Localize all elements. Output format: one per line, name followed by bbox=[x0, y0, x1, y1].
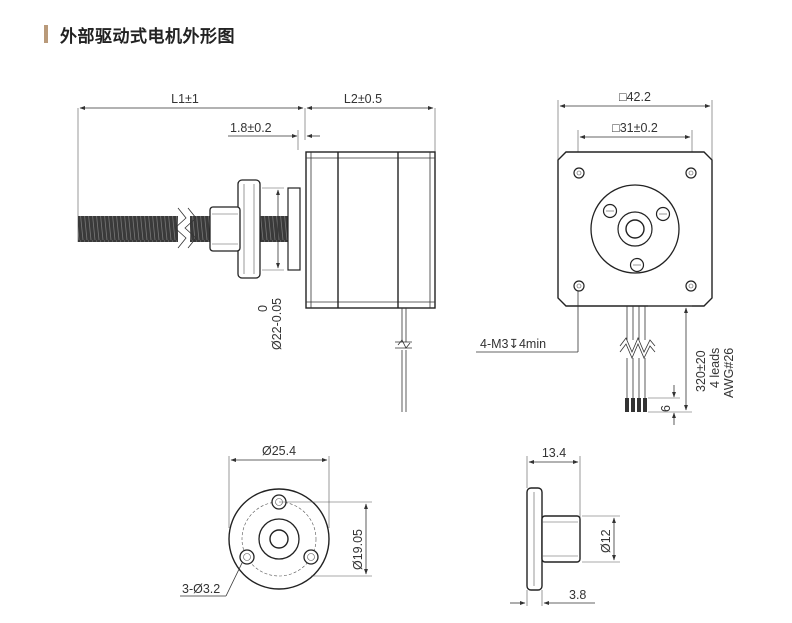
dim-nut-flange: 3.8 bbox=[569, 588, 586, 602]
side-view: L1±1 L2±0.5 1.8±0.2 0 Ø22-0.0 bbox=[77, 92, 436, 412]
mount-hole-tr bbox=[685, 167, 697, 179]
dim-strip-length: 6 bbox=[659, 405, 673, 412]
page-title: 外部驱动式电机外形图 bbox=[60, 26, 235, 46]
nut-bore bbox=[269, 529, 289, 549]
front-screw-end bbox=[625, 219, 645, 239]
lead-screw-left bbox=[78, 216, 178, 242]
nut-side-boss bbox=[541, 515, 581, 563]
dim-lead-awg: AWG#26 bbox=[722, 348, 736, 398]
dim-nut-length: 13.4 bbox=[542, 446, 566, 460]
front-view: □42.2 □31±0.2 4-M3↧4min bbox=[476, 90, 736, 425]
dim-lead-count: 4 leads bbox=[708, 348, 722, 388]
dim-flange-gap: 1.8±0.2 bbox=[230, 121, 272, 135]
dim-nut-pcd: Ø19.05 bbox=[351, 529, 365, 570]
dim-nut-od: Ø25.4 bbox=[262, 444, 296, 458]
motor-body-side bbox=[305, 151, 436, 309]
motor-boss bbox=[287, 187, 301, 271]
section-header: 外部驱动式电机外形图 bbox=[44, 22, 235, 46]
header-accent-bar bbox=[44, 25, 48, 43]
nut-hole-left bbox=[239, 549, 255, 565]
mount-hole-bl bbox=[573, 280, 585, 292]
dim-square-outer: □42.2 bbox=[619, 90, 651, 104]
dim-l1: L1±1 bbox=[171, 92, 199, 106]
dim-nut-boss: Ø12 bbox=[599, 529, 613, 553]
nut-hole-right bbox=[303, 549, 319, 565]
dim-lead-length: 320±20 bbox=[694, 350, 708, 392]
dim-hole-spacing: □31±0.2 bbox=[612, 121, 658, 135]
nut-boss-side bbox=[209, 206, 241, 252]
nut-side-view: 13.4 Ø12 3.8 bbox=[510, 446, 620, 606]
dim-nut-holes: 3-Ø3.2 bbox=[182, 582, 220, 596]
dim-boss-dia: Ø22-0.05 bbox=[270, 298, 284, 350]
mount-hole-br bbox=[685, 280, 697, 292]
nut-front-view: Ø25.4 Ø19.05 3-Ø3.2 bbox=[180, 444, 372, 597]
nut-flange-side bbox=[237, 179, 261, 279]
dim-boss-tol: 0 bbox=[256, 305, 270, 312]
lead-wires bbox=[619, 306, 656, 412]
nut-side-flange bbox=[526, 487, 543, 591]
dim-l2: L2±0.5 bbox=[344, 92, 382, 106]
mount-hole-tl bbox=[573, 167, 585, 179]
dim-mount-holes: 4-M3↧4min bbox=[480, 337, 546, 351]
